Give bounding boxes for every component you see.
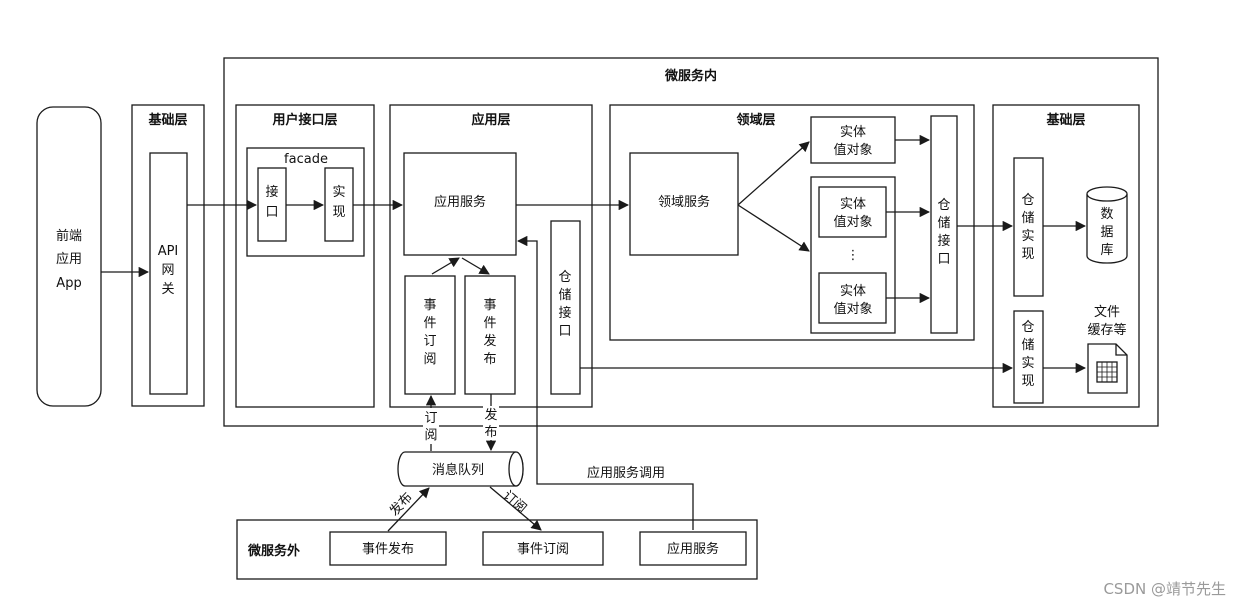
arrow-external-app-service-to-app-service: [516, 235, 694, 530]
arrow-subscribe-to-app-service: [431, 257, 460, 275]
entity-label: 实体: [840, 197, 866, 212]
application-layer: 应用层 应用服务 事 件 订 阅 事 件 发 布 仓 储 接 口: [389, 104, 593, 408]
app-repo-interface-char: 仓: [558, 270, 571, 285]
event-publish-char: 发: [483, 333, 496, 349]
arrow-app-service-to-publish: [461, 257, 490, 275]
event-publish-char: 事: [483, 298, 496, 313]
file-cache-label: 缓存等: [1087, 322, 1126, 338]
watermark: CSDN @靖节先生: [1103, 580, 1226, 598]
microservice-boundary: 微服务内: [223, 57, 1159, 427]
subscribe-out-label: 订阅: [500, 488, 529, 516]
value-object-label: 值对象: [833, 301, 872, 317]
base-layer-left: 基础层 API 网 关: [131, 104, 205, 407]
subscribe-edge-label: 订: [424, 411, 437, 426]
base-layer-right: 基础层 仓 储 实 现 数 据 库 仓 储 实 现 文件 缓存等: [992, 104, 1140, 408]
entity-label: 实体: [840, 125, 866, 140]
frontend-line3: App: [56, 276, 81, 291]
event-publish-char: 件: [483, 316, 496, 331]
domain-repo-interface-char: 储: [937, 216, 950, 231]
event-publish-char: 布: [483, 352, 496, 367]
repo-impl-char: 现: [1021, 374, 1034, 389]
publish-edge-label: 发: [484, 407, 497, 423]
user-interface-layer-title: 用户接口层: [271, 112, 337, 128]
ellipsis-label: ⋮: [847, 248, 860, 263]
repo-impl-char: 仓: [1021, 320, 1034, 335]
external-title: 微服务外: [247, 543, 300, 559]
external-event-subscribe: 事件订阅: [517, 542, 569, 557]
file-document-icon: [1087, 343, 1128, 394]
value-object-label: 值对象: [833, 214, 872, 230]
domain-layer-title: 领域层: [736, 112, 775, 128]
domain-layer: 领域层 领域服务 实体 值对象 实体 值对象 ⋮ 实体 值对象 仓 储 接 口: [609, 104, 975, 341]
app-repo-interface-char: 口: [558, 324, 571, 339]
domain-service-label: 领域服务: [658, 194, 710, 210]
arrow-domain-service-to-entity-group: [737, 204, 810, 252]
external-event-publish: 事件发布: [362, 541, 414, 557]
user-interface-layer: 用户接口层 facade 接 口 实 现: [235, 104, 375, 408]
api-gateway-line3: 关: [161, 282, 174, 297]
interface-line2: 口: [265, 205, 278, 220]
base-layer-left-title: 基础层: [147, 112, 187, 128]
app-repo-interface-char: 接: [558, 305, 571, 321]
facade-label: facade: [284, 152, 328, 167]
repo-impl-char: 实: [1021, 356, 1034, 371]
repo-impl-char: 储: [1021, 211, 1034, 226]
database-char: 数: [1100, 207, 1113, 222]
database-char: 据: [1100, 225, 1113, 240]
app-repo-interface-char: 储: [558, 288, 571, 303]
repo-impl-char: 现: [1021, 247, 1034, 262]
repo-impl-char: 储: [1021, 338, 1034, 353]
microservice-title: 微服务内: [664, 68, 717, 84]
domain-repo-interface-char: 仓: [937, 198, 950, 213]
app-service-call-label: 应用服务调用: [587, 465, 665, 481]
publish-in-label: 发布: [386, 489, 415, 519]
connectors: [101, 134, 1087, 532]
interface-line1: 接: [265, 184, 278, 200]
event-subscribe-char: 阅: [423, 352, 436, 367]
external-microservices: 微服务外 事件发布 事件订阅 应用服务: [236, 519, 758, 580]
external-app-service: 应用服务: [667, 541, 719, 557]
domain-repo-interface-char: 接: [937, 233, 950, 249]
database-icon: [1086, 186, 1128, 264]
arrow-queue-to-external-subscribe: [489, 486, 542, 531]
message-queue-label: 消息队列: [432, 462, 484, 478]
database-char: 库: [1100, 242, 1113, 258]
repo-impl-char: 实: [1021, 229, 1034, 244]
event-subscribe-char: 事: [423, 298, 436, 313]
frontend-line2: 应用: [56, 251, 82, 267]
impl-line1: 实: [332, 185, 345, 200]
repo-impl-char: 仓: [1021, 193, 1034, 208]
application-service-label: 应用服务: [434, 194, 486, 210]
file-cache-label: 文件: [1094, 305, 1120, 320]
arrow-domain-service-to-entity-top: [737, 141, 810, 206]
application-layer-title: 应用层: [471, 112, 510, 128]
entity-label: 实体: [840, 284, 866, 299]
api-gateway-line1: API: [158, 244, 179, 259]
impl-line2: 现: [332, 205, 345, 220]
api-gateway-line2: 网: [161, 263, 174, 278]
arrow-external-publish-to-queue: [387, 487, 430, 532]
publish-edge-label: 布: [484, 425, 497, 440]
value-object-label: 值对象: [833, 142, 872, 158]
subscribe-edge-label: 阅: [424, 428, 437, 443]
message-queue: 消息队列: [397, 451, 524, 487]
domain-repo-interface-char: 口: [937, 252, 950, 267]
frontend-line1: 前端: [56, 228, 82, 244]
event-subscribe-char: 件: [423, 316, 436, 331]
frontend-app: 前端 应用 App: [36, 106, 102, 407]
event-subscribe-char: 订: [423, 334, 436, 349]
base-layer-right-title: 基础层: [1045, 112, 1085, 128]
